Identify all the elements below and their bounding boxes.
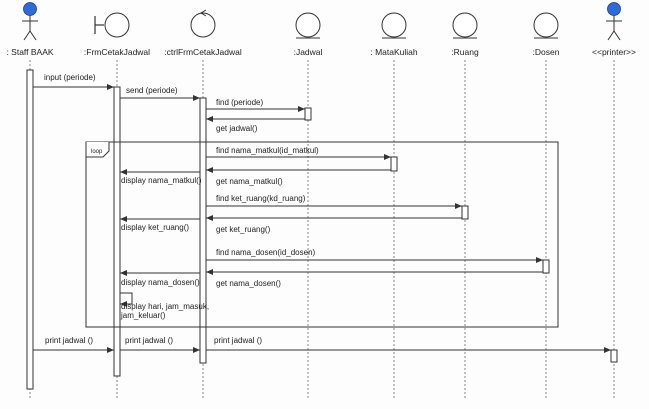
message-display-hari-jam: display hari, jam_masuk, jam_keluar() (120, 292, 209, 320)
svg-text:print jadwal (): print jadwal () (125, 336, 173, 345)
message-input-periode: input (periode) (33, 73, 114, 90)
svg-text:display nama_matkul(): display nama_matkul() (121, 176, 202, 185)
message-display-nama-matkul: display nama_matkul() (120, 169, 202, 185)
svg-text:print jadwal (): print jadwal () (214, 336, 262, 345)
participant-label-frm: :FrmCetakJadwal (84, 47, 150, 57)
message-find-periode: find (periode) (206, 98, 305, 112)
message-send-periode: send (periode) (120, 86, 200, 101)
svg-text:get nama_dosen(): get nama_dosen() (216, 279, 281, 288)
activation-frm (113, 86, 121, 377)
message-find-nama-dosen: find nama_dosen(id_dosen) (206, 248, 543, 263)
message-get-jadwal: get jadwal() (206, 116, 305, 133)
svg-text:input (periode): input (periode) (44, 73, 96, 82)
loop-fragment-label: loop (91, 149, 103, 155)
activation-dosen (542, 259, 550, 274)
message-find-nama-matkul: find nama_matkul(id_matkul) (206, 146, 391, 160)
entity-icon-jadwal (295, 12, 321, 39)
svg-text:print jadwal (): print jadwal () (45, 336, 93, 345)
participant-label-dosen: :Dosen (533, 47, 560, 57)
activation-jadwal (304, 107, 312, 121)
message-get-ket-ruang: get ket_ruang() (206, 215, 462, 234)
message-print-jadwal-2: print jadwal () (120, 336, 200, 353)
svg-text:find ket_ruang(kd_ruang): find ket_ruang(kd_ruang) (216, 194, 306, 203)
message-get-nama-dosen: get nama_dosen() (206, 269, 543, 288)
message-display-ket-ruang: display ket_ruang() (120, 216, 200, 232)
message-display-nama-dosen: display nama_dosen() (120, 270, 200, 287)
entity-icon-matakuliah (381, 12, 407, 39)
activation-ruang (461, 205, 469, 220)
message-print-jadwal-3: print jadwal () (206, 336, 611, 353)
actor-staff-baak (22, 2, 38, 41)
svg-text:get jadwal(): get jadwal() (216, 124, 258, 133)
message-print-jadwal-1: print jadwal () (33, 336, 114, 353)
participant-label-printer: <<printer>> (592, 47, 636, 57)
message-get-nama-matkul: get nama_matkul() (206, 167, 391, 186)
svg-text:jam_keluar(): jam_keluar() (120, 311, 166, 320)
svg-text:display nama_dosen(): display nama_dosen() (121, 278, 200, 287)
activation-ctrl (199, 97, 207, 364)
entity-icon-dosen (533, 12, 559, 39)
svg-text:get nama_matkul(): get nama_matkul() (216, 177, 283, 186)
svg-text:send (periode): send (periode) (126, 86, 178, 95)
svg-text:find (periode): find (periode) (216, 98, 263, 107)
participant-label-ctrl: :ctrlFrmCetakJadwal (164, 47, 242, 57)
svg-text:find nama_matkul(id_matkul): find nama_matkul(id_matkul) (216, 146, 319, 155)
participant-label-jadwal: :Jadwal (294, 47, 323, 57)
message-find-ket-ruang: find ket_ruang(kd_ruang) (206, 194, 462, 209)
loop-fragment-tab (85, 142, 110, 158)
participant-label-ruang: :Ruang (451, 47, 479, 57)
participant-label-matakuliah: : MataKuliah (370, 47, 418, 57)
participant-label-staff: : Staff BAAK (6, 47, 53, 57)
boundary-icon (94, 12, 130, 38)
activation-matakuliah (390, 156, 398, 172)
loop-fragment (85, 141, 559, 328)
svg-text:find nama_dosen(id_dosen): find nama_dosen(id_dosen) (216, 248, 316, 257)
svg-text:display ket_ruang(): display ket_ruang() (121, 223, 189, 232)
svg-text:get ket_ruang(): get ket_ruang() (216, 225, 271, 234)
activation-printer (610, 349, 618, 363)
activation-staff (26, 69, 34, 390)
actor-printer (606, 2, 622, 41)
control-icon (190, 9, 216, 38)
entity-icon-ruang (452, 12, 478, 39)
svg-text:display hari, jam_masuk,: display hari, jam_masuk, (121, 302, 209, 311)
